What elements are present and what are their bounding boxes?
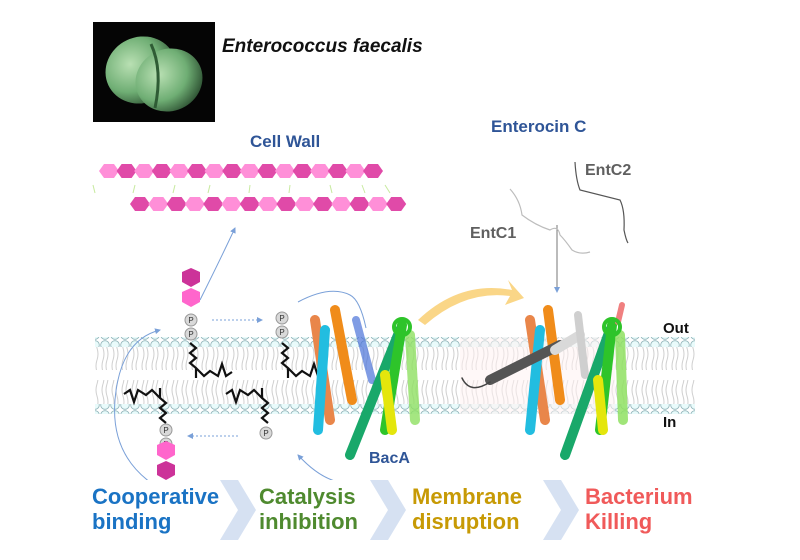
cell-wall-upper-row xyxy=(99,164,383,178)
cell-wall-label: Cell Wall xyxy=(250,132,321,151)
chevron-arrow-2 xyxy=(370,480,406,540)
phosphate-label: P xyxy=(188,316,193,325)
step-2-line-1: Catalysis xyxy=(259,484,356,509)
phosphate-circle xyxy=(184,313,198,327)
cell-wall-hexagon xyxy=(276,197,297,211)
step-4-line-2: Killing xyxy=(585,509,653,534)
cell-wall-hexagon xyxy=(349,197,370,211)
step-3-line-1: Membrane xyxy=(412,484,523,509)
micrograph-image xyxy=(93,22,215,122)
baca-label: BacA xyxy=(369,450,410,467)
cell-wall-hexagon xyxy=(148,197,169,211)
cell-wall-hexagon xyxy=(258,197,279,211)
chevron-arrow-3 xyxy=(543,480,579,540)
step-chevrons xyxy=(220,480,579,540)
cell-wall-hexagon xyxy=(345,164,366,178)
cell-wall-hexagon xyxy=(203,197,224,211)
cell-wall-hexagon xyxy=(204,164,225,178)
cell-wall-hexagon xyxy=(257,164,278,178)
enterocin-c-label: Enterocin C xyxy=(491,117,587,136)
transition-arrow xyxy=(418,280,524,325)
cell-wall-hexagon xyxy=(294,197,315,211)
phosphate-label: P xyxy=(263,429,268,438)
cell-wall-hexagon xyxy=(166,197,187,211)
organism-name: Enterococcus faecalis xyxy=(222,36,423,57)
crosslinks xyxy=(92,184,391,194)
entc1-label: EntC1 xyxy=(470,225,517,242)
cell-wall-hexagon xyxy=(116,164,137,178)
phosphate-label: P xyxy=(279,314,284,323)
step-1-line-1: Cooperative xyxy=(92,484,220,509)
mechanism-diagram: PPPPPPP xyxy=(92,161,695,480)
phosphate-circle xyxy=(159,423,173,437)
cell-wall-lower-row xyxy=(130,197,407,211)
phosphate-label: P xyxy=(279,328,284,337)
step-1-line-2: binding xyxy=(92,509,172,534)
chevron-arrow-1 xyxy=(220,480,256,540)
step-2-line-2: inhibition xyxy=(259,509,358,534)
cell-wall-hexagon xyxy=(222,164,243,178)
cell-wall-hexagon xyxy=(184,197,205,211)
cell-wall-hexagon xyxy=(367,197,388,211)
cell-wall-hexagon xyxy=(221,197,242,211)
cell-wall-hexagon xyxy=(239,197,260,211)
entc2-peptide xyxy=(574,161,629,244)
step-4-line-1: Bacterium xyxy=(585,484,693,509)
cell-wall-hexagon xyxy=(169,164,190,178)
cell-wall-hexagon xyxy=(331,197,352,211)
entc2-label: EntC2 xyxy=(585,162,632,179)
cell-wall-hexagon xyxy=(310,164,331,178)
phosphate-circle xyxy=(275,311,289,325)
phosphate-circle xyxy=(259,426,273,440)
phosphate-circle xyxy=(184,327,198,341)
phosphate-label: P xyxy=(188,330,193,339)
cell-wall-hexagon xyxy=(99,164,119,178)
entc1-peptide xyxy=(509,188,591,254)
cell-wall-hexagon xyxy=(275,164,295,178)
cell-wall-hexagon xyxy=(187,164,207,178)
inside-label: In xyxy=(663,414,677,431)
sugar-hexagons xyxy=(157,268,200,480)
phosphate-label: P xyxy=(163,426,168,435)
cell-wall-hexagon xyxy=(386,197,407,211)
cell-wall-hexagon xyxy=(130,197,150,211)
cell-wall-hexagon xyxy=(327,164,348,178)
step-bacterium-killing: Bacterium Killing xyxy=(585,484,693,534)
phosphate-circle xyxy=(275,325,289,339)
step-membrane-disruption: Membrane disruption xyxy=(412,484,522,534)
cell-wall-hexagon xyxy=(292,164,313,178)
baca-protein xyxy=(310,305,420,460)
cell-wall-hexagon xyxy=(363,164,383,178)
cell-wall-hexagon xyxy=(134,164,155,178)
cell-wall-hexagon xyxy=(151,164,172,178)
step-3-line-2: disruption xyxy=(412,509,520,534)
bacterium-micrograph xyxy=(105,36,203,112)
step-cooperative-binding: Cooperative binding xyxy=(92,484,219,534)
flow-arrows xyxy=(114,225,560,480)
cell-wall-hexagon xyxy=(313,197,333,211)
cell-wall-hexagon xyxy=(239,164,260,178)
baca-enterocin-complex xyxy=(461,302,628,460)
step-catalysis-inhibition: Catalysis inhibition xyxy=(259,484,358,534)
outside-label: Out xyxy=(663,320,689,337)
